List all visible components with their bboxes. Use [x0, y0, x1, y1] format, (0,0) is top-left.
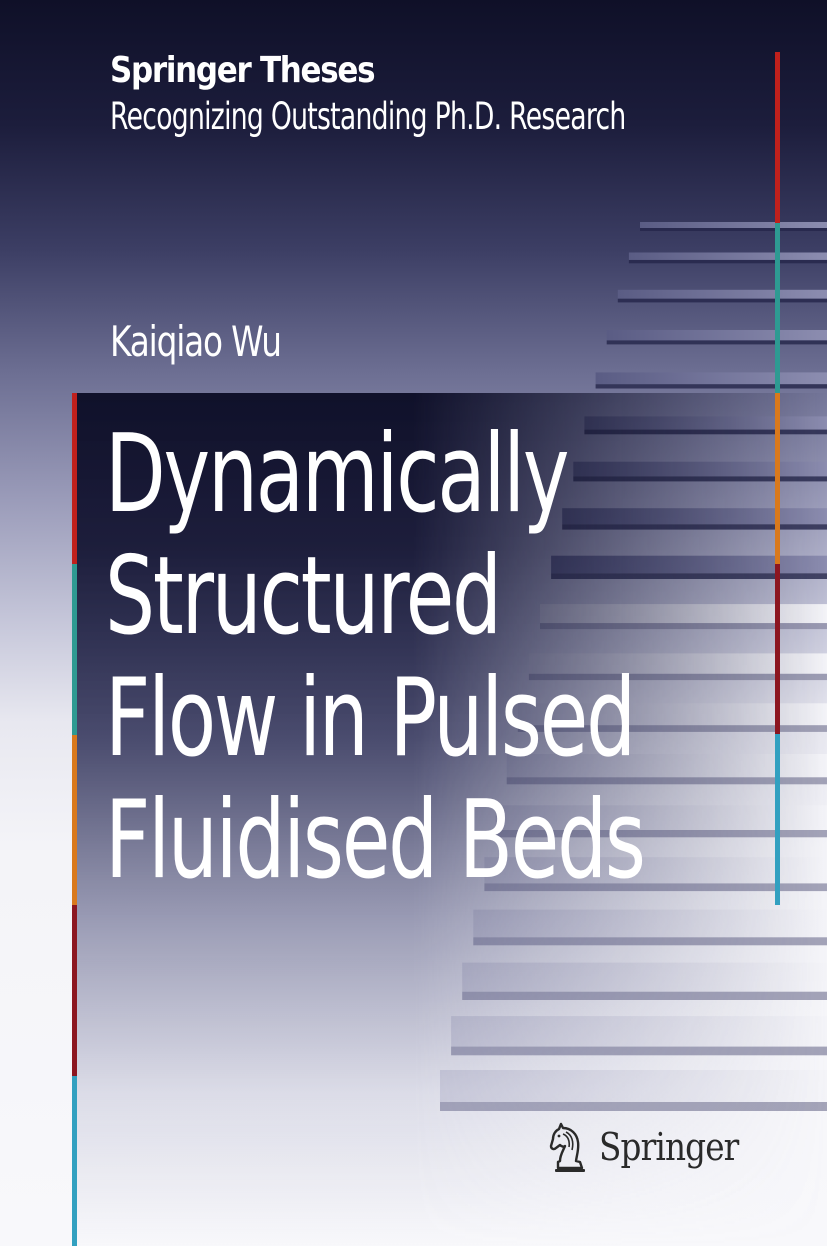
- author-name: Kaiqiao Wu: [110, 317, 282, 366]
- stair-step-shadow: [628, 260, 827, 264]
- accent-stripe-dark-red: [72, 905, 77, 1076]
- series-subtitle: Recognizing Outstanding Ph.D. Research: [110, 95, 626, 138]
- accent-stripe-cyan: [72, 1076, 77, 1246]
- accent-stripe-teal-right: [775, 223, 780, 393]
- stair-step-shadow: [640, 228, 827, 231]
- book-title-line-4: Fluidised Beds: [105, 778, 646, 903]
- stair-step-shadow: [606, 340, 827, 345]
- stair-step: [595, 372, 827, 385]
- book-title-line-3: Flow in Pulsed: [105, 656, 636, 781]
- stair-step: [617, 289, 827, 299]
- accent-stripe-teal: [72, 564, 77, 735]
- publisher-name: Springer: [599, 1125, 739, 1169]
- accent-stripe-cyan-right: [775, 734, 780, 905]
- chess-knight-horse-icon: [549, 1122, 585, 1172]
- book-title: Dynamically Structured Flow in Pulsed Fl…: [105, 414, 827, 902]
- stair-step-shadow: [617, 298, 827, 303]
- series-title: Springer Theses: [110, 50, 376, 91]
- accent-stripe-red: [72, 393, 77, 564]
- stair-step: [640, 222, 827, 228]
- book-title-line-2: Structured: [105, 534, 502, 659]
- title-panel: [75, 393, 827, 1246]
- book-title-line-1: Dynamically: [105, 412, 570, 537]
- stair-step: [606, 330, 827, 341]
- accent-stripe-orange: [72, 735, 77, 905]
- stair-step: [628, 252, 827, 260]
- accent-stripe-orange-right: [775, 393, 780, 564]
- publisher-logo: Springer: [548, 1118, 758, 1180]
- accent-stripe-red-right: [775, 52, 780, 223]
- accent-stripe-dark-red-right: [775, 564, 780, 734]
- stair-step-shadow: [595, 384, 827, 389]
